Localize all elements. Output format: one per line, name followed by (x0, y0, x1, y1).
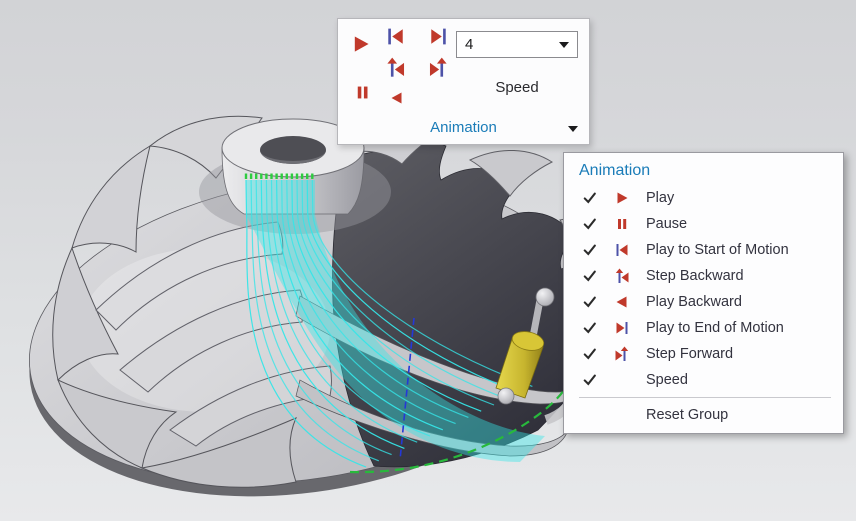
step-forward-icon (428, 57, 449, 83)
menu-item-label: Step Forward (646, 346, 734, 362)
speed-value: 4 (465, 36, 474, 53)
menu-item-play-to-end[interactable]: Play to End of Motion (564, 315, 843, 341)
menu-item-pause[interactable]: Pause (564, 211, 843, 237)
animation-toolbar-panel: 4 Speed Animation (337, 18, 590, 145)
follower-cylinder (495, 287, 555, 405)
menu-item-step-backward[interactable]: Step Backward (564, 263, 843, 289)
play-to-start-icon (385, 26, 406, 52)
step-backward-button[interactable] (383, 57, 407, 83)
menu-item-play-backward[interactable]: Play Backward (564, 289, 843, 315)
step-forward-button[interactable] (426, 57, 450, 83)
checkmark-icon (583, 217, 599, 231)
step-backward-icon (614, 268, 631, 284)
menu-item-label: Speed (646, 372, 688, 388)
play-to-start-button[interactable] (383, 27, 407, 51)
chevron-down-icon (559, 41, 569, 48)
checkmark-icon (583, 295, 599, 309)
speed-dropdown[interactable]: 4 (456, 31, 578, 58)
play-backward-icon (389, 90, 405, 111)
flow-streamlines (244, 173, 545, 468)
step-forward-icon (614, 346, 631, 362)
impeller-model (29, 115, 614, 497)
pause-icon (353, 83, 372, 107)
checkmark-icon (583, 191, 599, 205)
play-to-end-button[interactable] (426, 27, 450, 51)
animation-group-dropdown[interactable]: Animation (338, 119, 589, 141)
menu-item-label: Reset Group (646, 407, 729, 423)
menu-item-label: Play (646, 190, 675, 206)
checkmark-icon (583, 321, 599, 335)
animation-group-label: Animation (430, 119, 497, 136)
menu-item-play-to-start[interactable]: Play to Start of Motion (564, 237, 843, 263)
step-backward-icon (385, 57, 406, 83)
checkmark-icon (583, 347, 599, 361)
menu-item-label: Play to End of Motion (646, 320, 784, 336)
play-to-end-icon (428, 26, 449, 52)
play-button[interactable] (349, 34, 373, 58)
speed-label: Speed (495, 79, 539, 96)
checkmark-icon (583, 243, 599, 257)
play-backward-icon (614, 294, 631, 310)
menu-item-label: Pause (646, 216, 688, 232)
menu-item-label: Play to Start of Motion (646, 242, 789, 258)
checkmark-icon (583, 269, 599, 283)
play-icon (350, 33, 372, 60)
menu-item-label: Play Backward (646, 294, 742, 310)
icon-slot (614, 372, 631, 388)
menu-item-speed[interactable]: Speed (564, 367, 843, 393)
menu-item-label: Step Backward (646, 268, 744, 284)
menu-item-step-forward[interactable]: Step Forward (564, 341, 843, 367)
menu-item-reset-group[interactable]: Reset Group (564, 402, 843, 428)
menu-title: Animation (579, 162, 651, 179)
play-backward-button[interactable] (385, 88, 409, 112)
chevron-down-icon (568, 126, 578, 132)
play-icon (614, 190, 631, 206)
play-to-start-icon (614, 242, 631, 258)
menu-separator (579, 397, 831, 398)
menu-item-play[interactable]: Play (564, 185, 843, 211)
play-to-end-icon (614, 320, 631, 336)
pause-button[interactable] (350, 83, 374, 107)
checkmark-icon (583, 373, 599, 387)
pause-icon (614, 216, 631, 232)
